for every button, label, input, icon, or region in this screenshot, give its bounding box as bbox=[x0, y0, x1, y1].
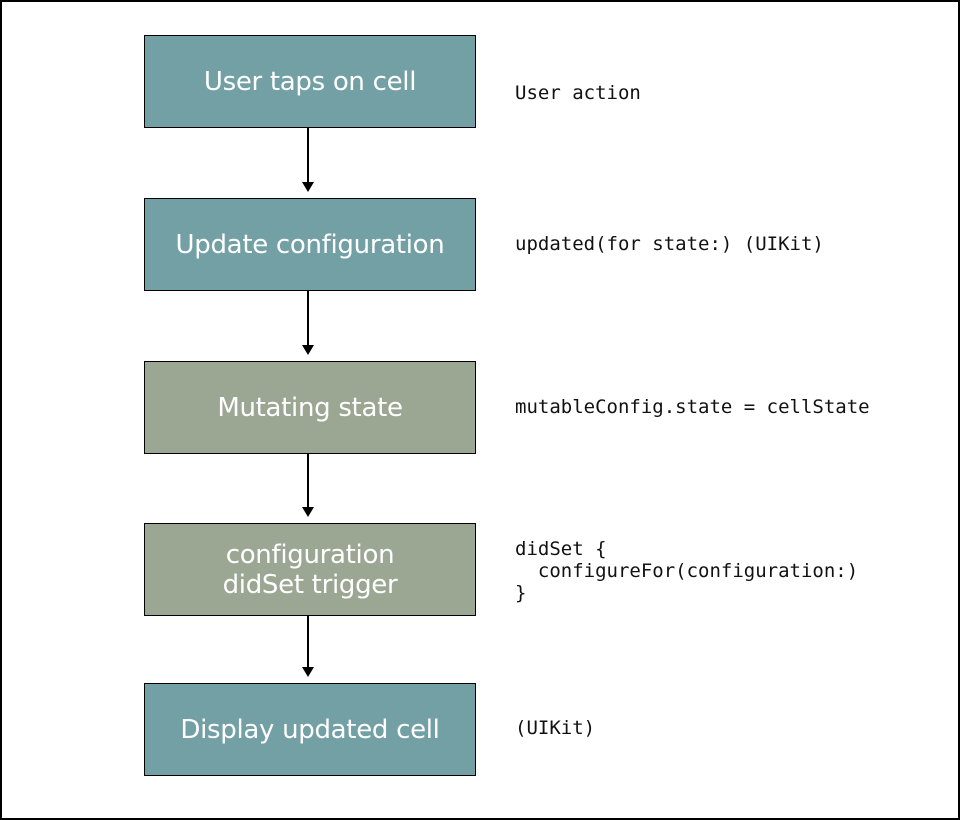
step-label: Mutating state bbox=[217, 392, 403, 423]
step-update-configuration: Update configuration bbox=[144, 198, 476, 291]
note-updated-for-state: updated(for state:) (UIKit) bbox=[515, 233, 824, 255]
note-user-action: User action bbox=[515, 82, 641, 104]
step-user-taps-on-cell: User taps on cell bbox=[144, 35, 476, 128]
step-configuration-didset-trigger: configuration didSet trigger bbox=[144, 523, 476, 616]
step-label: Display updated cell bbox=[180, 714, 440, 745]
step-label: Update configuration bbox=[175, 229, 445, 260]
step-mutating-state: Mutating state bbox=[144, 361, 476, 454]
note-mutable-config-state: mutableConfig.state = cellState bbox=[515, 396, 870, 418]
step-display-updated-cell: Display updated cell bbox=[144, 683, 476, 776]
step-label: configuration didSet trigger bbox=[222, 539, 398, 600]
note-didset-code: didSet { configureFor(configuration:) } bbox=[515, 538, 859, 604]
note-uikit: (UIKit) bbox=[515, 717, 596, 739]
step-label: User taps on cell bbox=[203, 66, 417, 97]
